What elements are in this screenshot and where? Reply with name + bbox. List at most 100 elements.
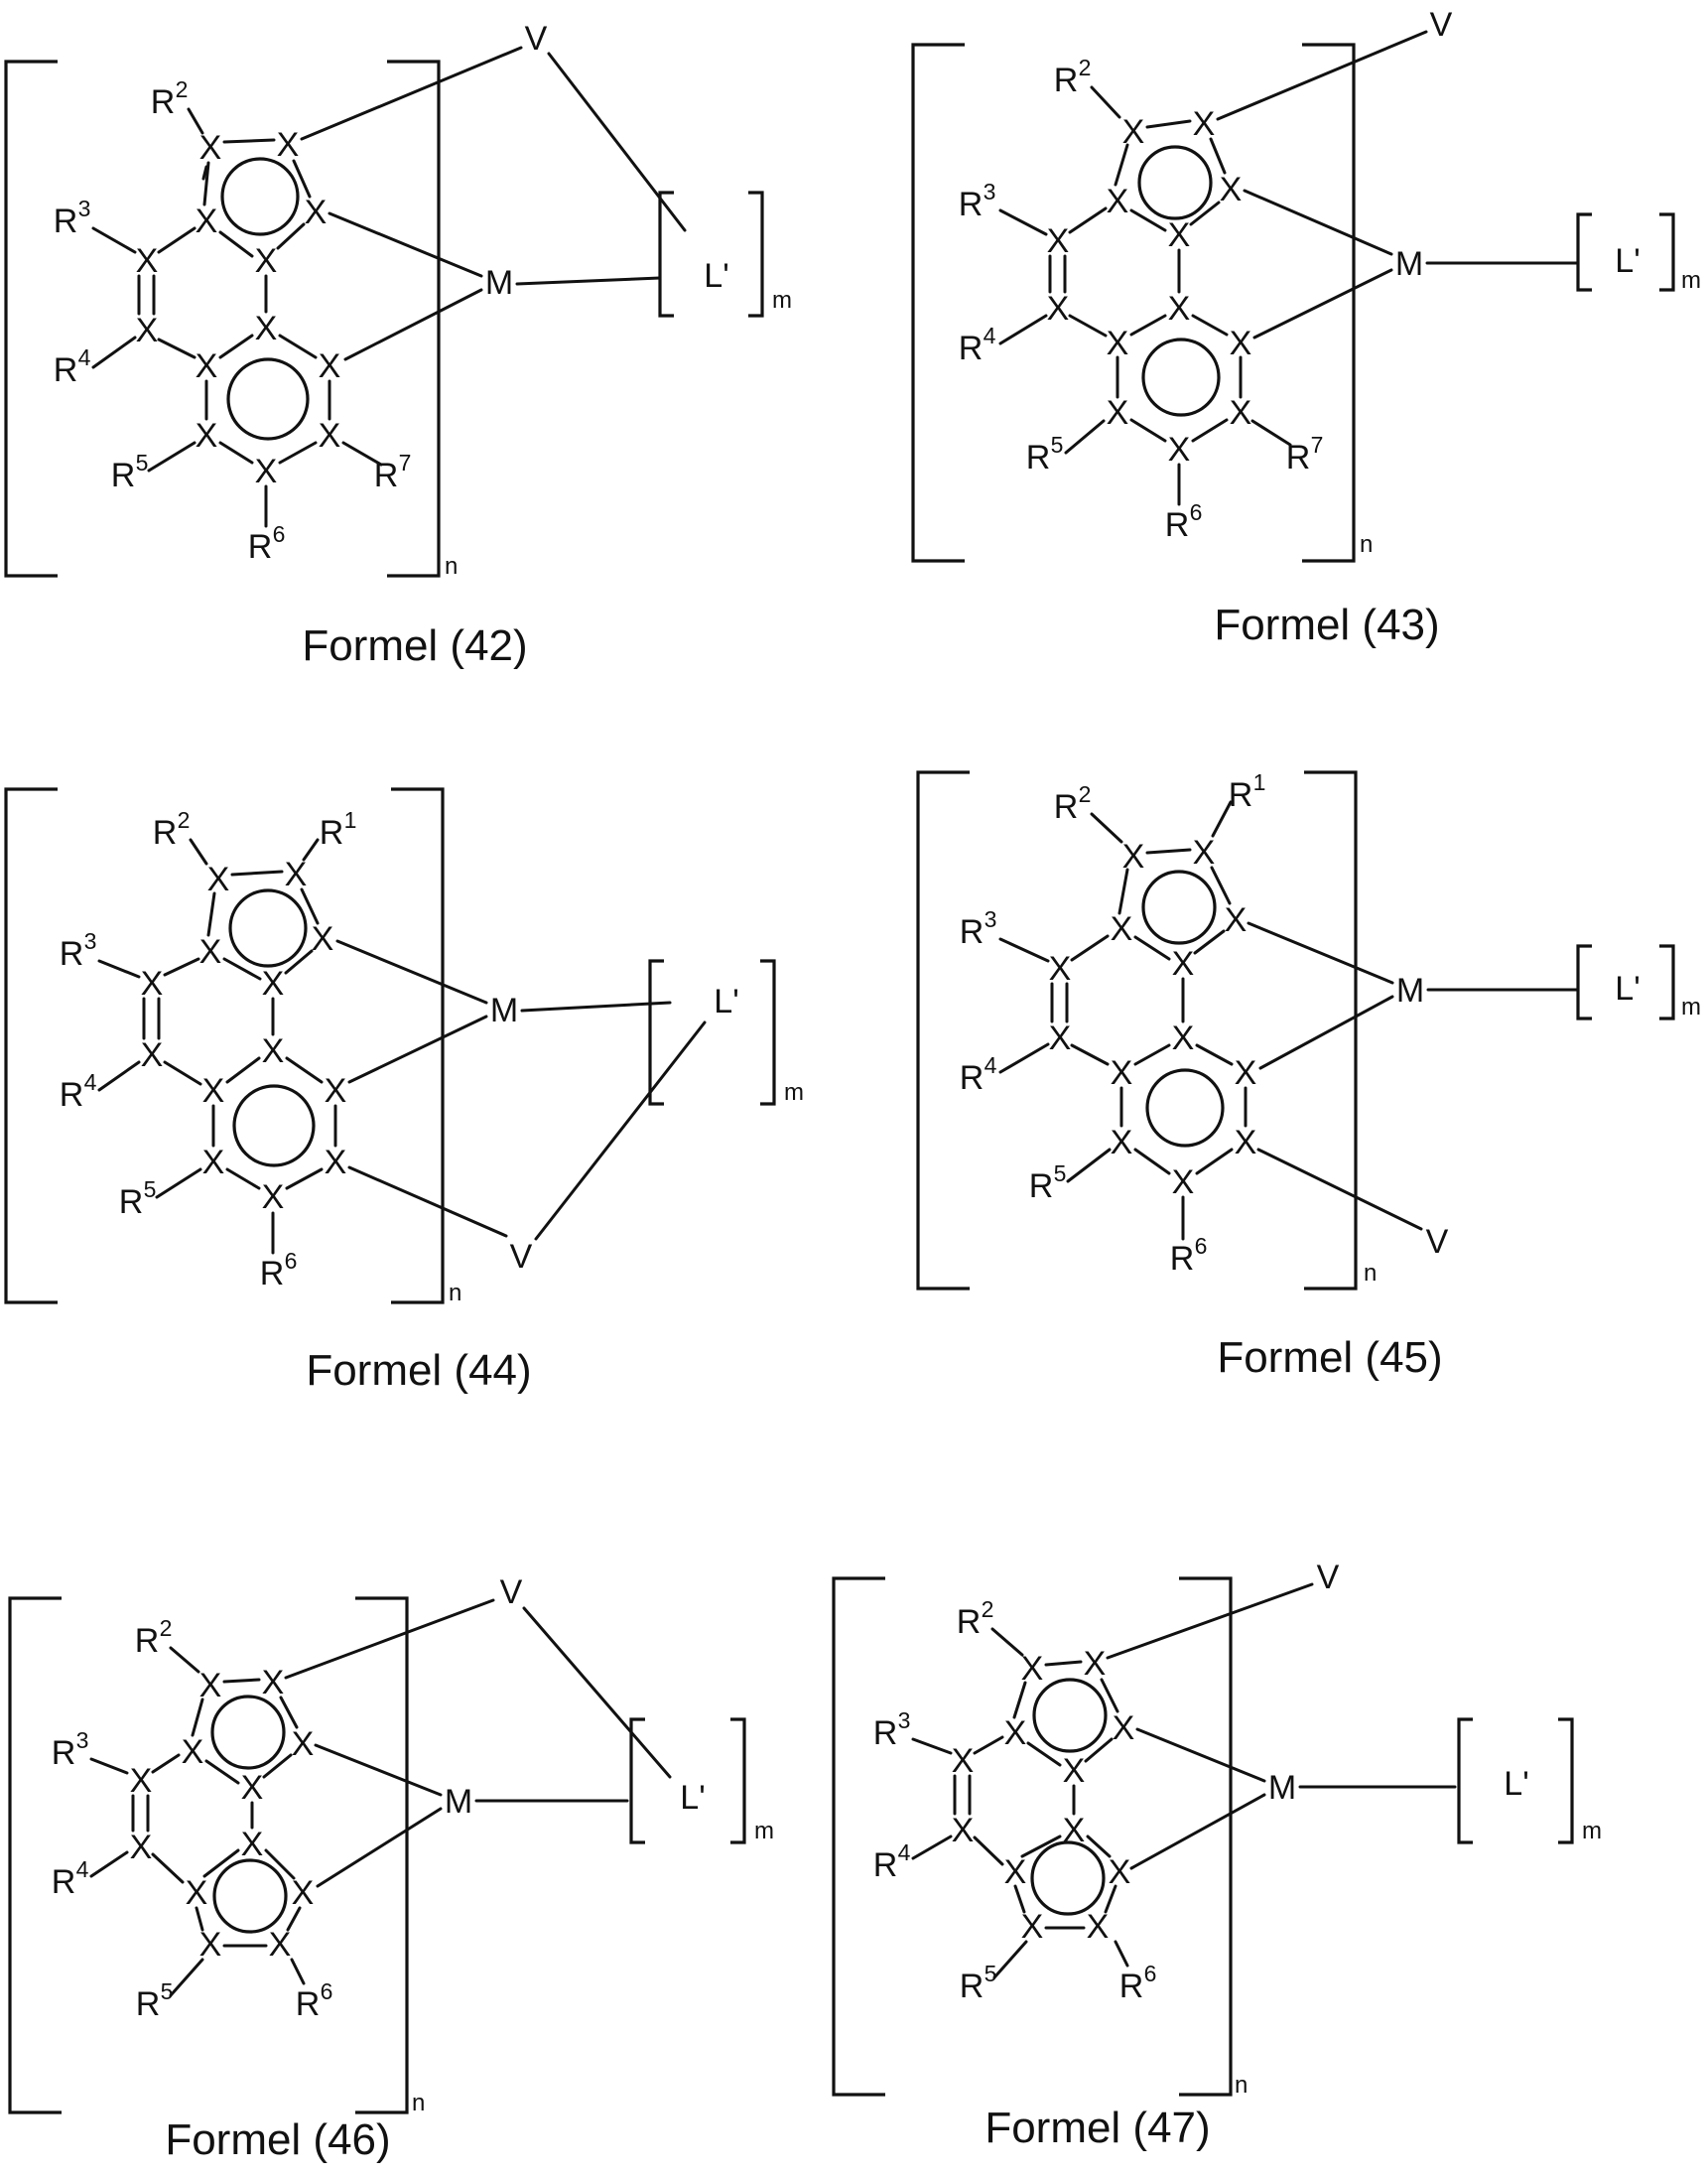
r2-label: R	[151, 83, 176, 121]
r5-superscript: 5	[1054, 1160, 1067, 1186]
bond-line	[1119, 870, 1127, 913]
x-atom-label: X	[1193, 834, 1216, 872]
bond-line	[975, 1837, 1002, 1864]
subscript-n: n	[449, 1280, 461, 1306]
x-atom-label: X	[1168, 216, 1191, 254]
open-bracket	[6, 62, 58, 576]
bond-line	[1066, 421, 1104, 453]
bond-line	[316, 1745, 441, 1795]
r1-label: R	[320, 814, 344, 852]
r6-superscript: 6	[1144, 1961, 1157, 1986]
bond-line	[193, 1699, 202, 1735]
x-atom-label: X	[196, 417, 218, 455]
bond-line	[1193, 420, 1227, 441]
bond-line	[91, 1852, 127, 1876]
x-atom-label: X	[262, 1664, 285, 1701]
bond-line	[220, 336, 252, 357]
x-atom-label: X	[199, 1926, 222, 1964]
bond-line	[1248, 923, 1392, 983]
r2-superscript: 2	[982, 1596, 994, 1622]
x-atom-label: X	[241, 1826, 264, 1863]
x-atom-label: X	[1021, 1908, 1044, 1946]
close-bracket	[760, 961, 774, 1104]
x-atom-label: X	[141, 965, 164, 1003]
bond-line	[149, 443, 195, 471]
r3-label: R	[960, 913, 985, 951]
bond-line	[1000, 210, 1046, 234]
r2-label: R	[1054, 788, 1079, 826]
bond-line	[286, 951, 312, 973]
bond-line	[1072, 936, 1108, 960]
r5-superscript: 5	[144, 1176, 157, 1202]
metal-label: M	[1268, 1769, 1296, 1807]
bond-line	[1116, 145, 1127, 185]
x-atom-label: X	[1122, 113, 1145, 151]
bond-line	[93, 228, 135, 252]
bond-line	[165, 959, 198, 975]
close-bracket	[387, 62, 439, 576]
x-atom-label: X	[136, 242, 159, 280]
aromatic-ring-circle	[1143, 340, 1219, 415]
r3-label: R	[54, 203, 78, 240]
bond-line	[975, 1737, 1002, 1753]
subscript-m: m	[754, 1818, 774, 1844]
r1-label: R	[1229, 776, 1253, 814]
close-bracket	[1659, 946, 1673, 1019]
r3-superscript: 3	[984, 179, 996, 204]
r1-superscript: 1	[1253, 769, 1266, 795]
bond-line	[287, 1058, 322, 1082]
bond-line	[992, 1629, 1022, 1655]
r5-label: R	[111, 457, 136, 494]
bond-line	[1252, 421, 1290, 445]
x-atom-label: X	[1063, 1752, 1086, 1790]
subscript-n: n	[1235, 2072, 1248, 2099]
aromatic-ring-circle	[214, 1860, 286, 1932]
linker-label: V	[510, 1238, 533, 1276]
r2-label: R	[1054, 62, 1079, 99]
bond-line	[280, 443, 316, 463]
bond-line	[220, 232, 252, 256]
bond-line	[189, 109, 202, 133]
x-atom-label: X	[1087, 1908, 1110, 1946]
bond-line	[1000, 1044, 1048, 1072]
bond-line	[165, 1062, 200, 1084]
x-atom-label: X	[202, 1144, 225, 1181]
subscript-n: n	[1364, 1260, 1377, 1287]
bond-line	[191, 840, 206, 864]
bond-line	[1195, 931, 1224, 953]
bond-line	[153, 1755, 179, 1772]
r4-superscript: 4	[84, 1069, 97, 1095]
r6-label: R	[296, 1985, 321, 2023]
bond-line	[99, 961, 139, 977]
bond-line	[1197, 1150, 1232, 1173]
aromatic-ring-circle	[230, 890, 306, 966]
x-atom-label: X	[141, 1036, 164, 1074]
x-atom-label: X	[262, 1032, 285, 1070]
bond-line	[287, 1169, 322, 1188]
formula-caption: Formel (43)	[1214, 601, 1439, 649]
r3-superscript: 3	[76, 1727, 89, 1753]
x-atom-label: X	[1220, 171, 1243, 208]
x-atom-label: X	[1172, 1020, 1195, 1057]
x-atom-label: X	[292, 1725, 315, 1763]
x-atom-label: X	[1109, 1853, 1131, 1891]
bond-line	[913, 1739, 951, 1753]
open-bracket	[913, 45, 965, 561]
x-atom-label: X	[1004, 1714, 1027, 1752]
r1-superscript: 1	[344, 807, 357, 833]
x-atom-label: X	[262, 965, 285, 1003]
r6-superscript: 6	[1195, 1233, 1208, 1259]
formula-45: XXXXXXXXXXXXXR2R1R3R4R5R6ML'mnVFormel (4…	[918, 769, 1701, 1382]
bond-line	[1131, 420, 1165, 441]
bond-line	[329, 213, 481, 276]
bond-line	[1211, 139, 1225, 173]
bond-line	[1092, 87, 1119, 117]
r5-label: R	[960, 1968, 985, 2005]
r6-label: R	[260, 1255, 285, 1292]
x-atom-label: X	[952, 1812, 975, 1849]
r2-label: R	[135, 1622, 160, 1660]
bond-line	[345, 290, 481, 359]
bond-line	[1068, 1150, 1110, 1181]
x-atom-label: X	[1193, 105, 1216, 143]
close-bracket	[748, 193, 762, 316]
